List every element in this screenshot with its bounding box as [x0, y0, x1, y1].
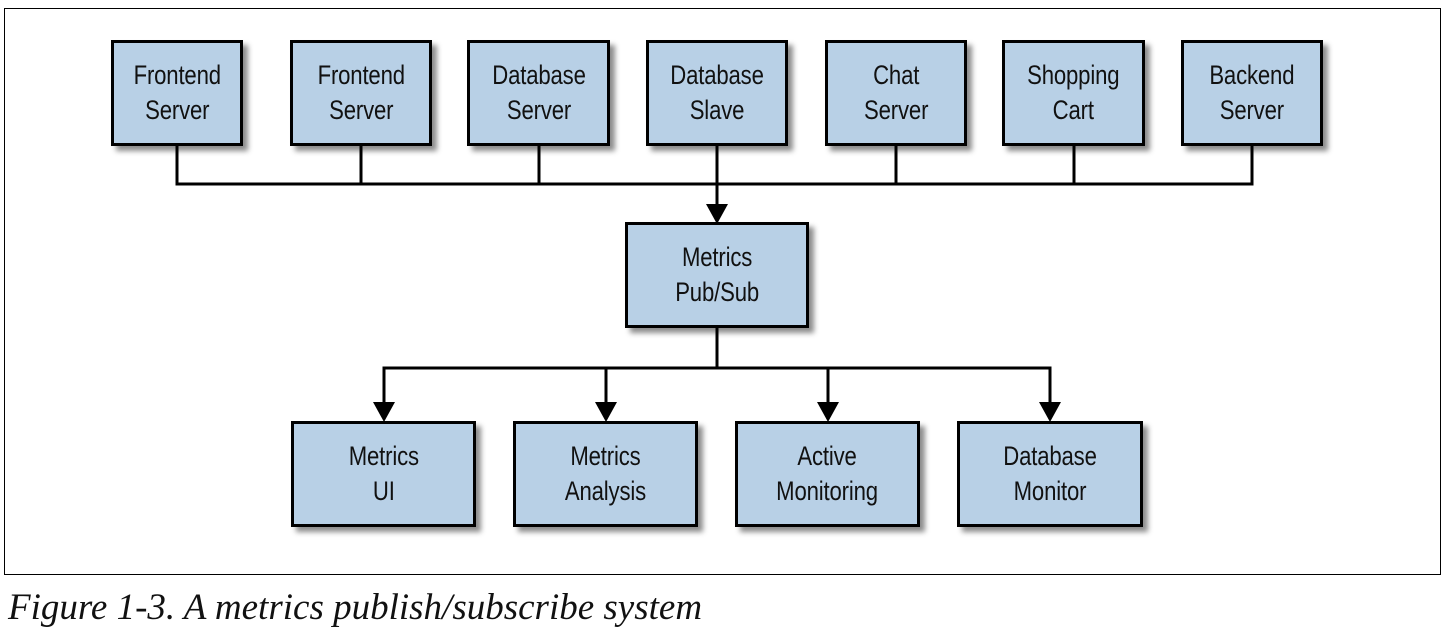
node-label: Metrics Pub/Sub	[675, 242, 759, 307]
node-label: Frontend Server	[133, 60, 221, 125]
figure-caption: Figure 1-3. A metrics publish/subscribe …	[8, 587, 703, 628]
hub-node-metrics-pubsub: Metrics Pub/Sub	[625, 222, 809, 328]
connector-layer	[175, 146, 1254, 422]
source-node-database-slave: Database Slave	[646, 40, 788, 146]
consumer-arrowhead	[373, 402, 395, 422]
source-node-frontend-server-1: Frontend Server	[111, 40, 243, 146]
node-label: Database Server	[491, 60, 586, 125]
consumer-node-metrics-ui: Metrics UI	[291, 421, 476, 527]
source-node-chat-server: Chat Server	[825, 40, 967, 146]
consumer-node-metrics-analysis: Metrics Analysis	[513, 421, 698, 527]
source-node-database-server: Database Server	[467, 40, 610, 146]
node-label: Frontend Server	[317, 60, 405, 125]
node-label: Metrics Analysis	[564, 441, 647, 506]
consumer-arrowhead	[595, 402, 617, 422]
node-label: Database Monitor	[1003, 441, 1097, 506]
node-label: Shopping Cart	[1027, 60, 1120, 125]
source-node-backend-server: Backend Server	[1181, 40, 1323, 146]
consumer-arrowhead	[817, 402, 839, 422]
hub-input-arrowhead	[706, 204, 728, 224]
source-node-shopping-cart: Shopping Cart	[1002, 40, 1145, 146]
consumer-node-active-monitoring: Active Monitoring	[735, 421, 920, 527]
node-label: Chat Server	[863, 60, 929, 125]
node-label: Metrics UI	[348, 441, 419, 506]
node-label: Active Monitoring	[776, 441, 879, 506]
node-label: Database Slave	[670, 60, 764, 125]
consumer-node-database-monitor: Database Monitor	[957, 421, 1143, 527]
source-node-frontend-server-2: Frontend Server	[290, 40, 432, 146]
consumer-arrowhead	[1039, 402, 1061, 422]
node-label: Backend Server	[1209, 60, 1295, 125]
